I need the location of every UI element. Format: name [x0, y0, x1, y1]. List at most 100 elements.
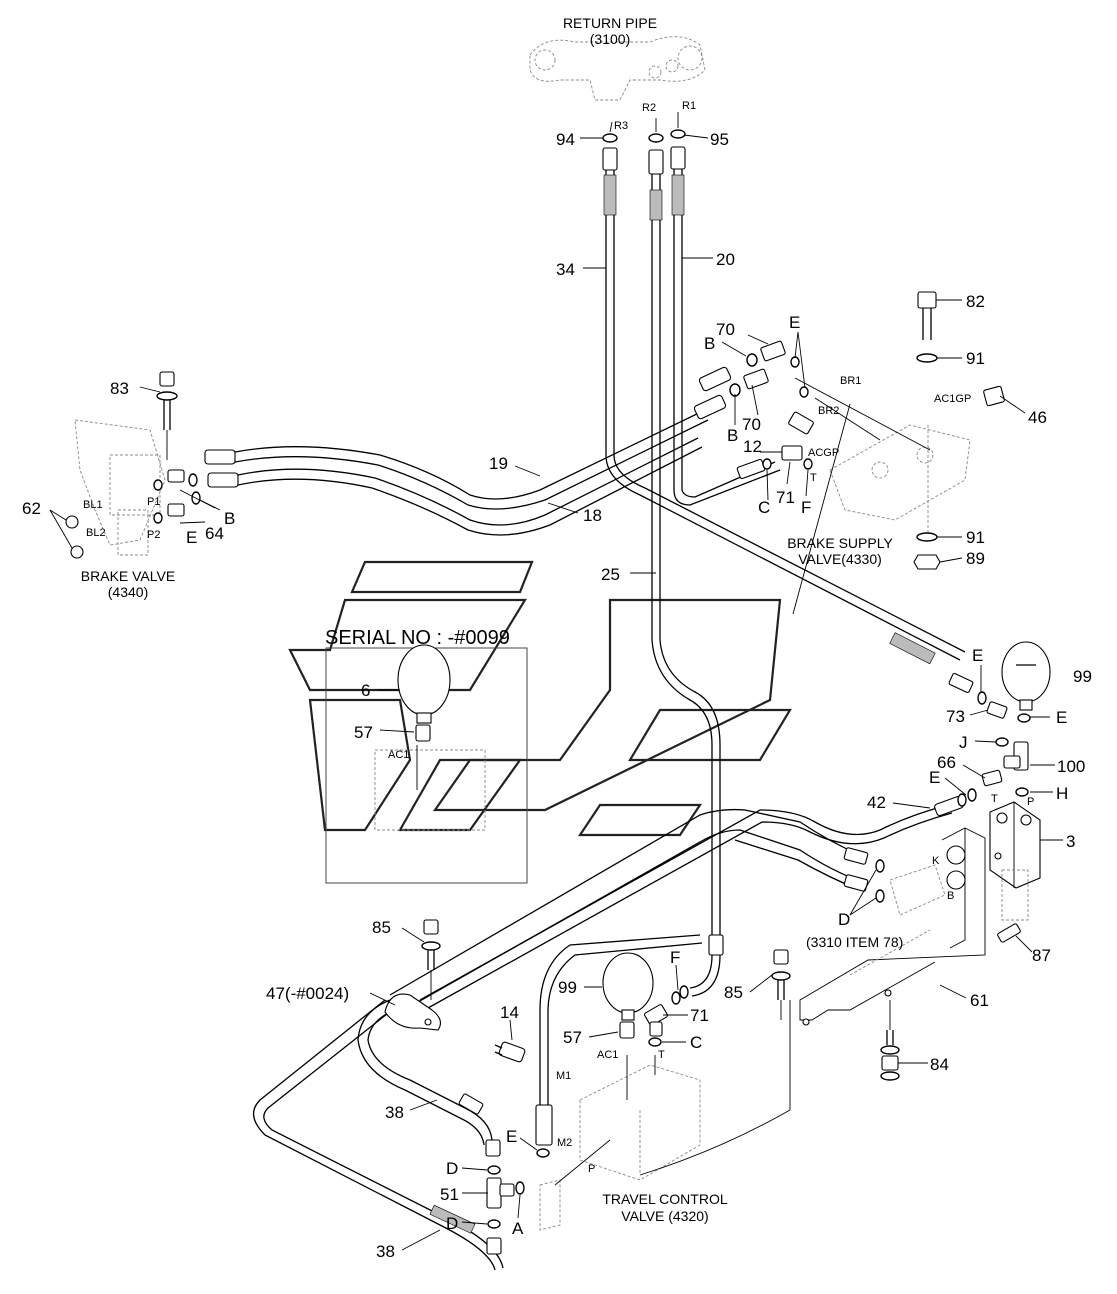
hose-19	[204, 366, 732, 510]
port-p-tcv: P	[588, 1163, 595, 1175]
callout-38-bottom: 38	[376, 1242, 395, 1261]
serial-note-label: SERIAL NO : -#0099	[325, 627, 510, 649]
callout-18: 18	[583, 506, 602, 525]
callout-b-left: B	[224, 509, 235, 528]
brake-supply-valve-component: BRAKE SUPPLY VALVE(4330)	[787, 377, 971, 615]
callout-38-top: 38	[385, 1103, 404, 1122]
return-pipe-ref: (3100)	[590, 31, 630, 47]
callout-85-left: 85	[372, 918, 391, 937]
callout-73: 73	[946, 707, 965, 726]
callout-c-bottom: C	[690, 1033, 702, 1052]
callout-99-bottom: 99	[558, 978, 577, 997]
callout-leaders	[139, 134, 1063, 1251]
callout-14: 14	[500, 1003, 519, 1022]
callout-c-top: C	[758, 498, 770, 517]
callout-99-right: 99	[1073, 667, 1092, 686]
port-k: K	[932, 855, 940, 867]
port-m1: M1	[556, 1070, 571, 1082]
port-t-supply: T	[810, 472, 817, 484]
callout-e-right2: E	[1056, 708, 1067, 727]
callout-91-top: 91	[966, 349, 985, 368]
brake-valve-ref: (4340)	[108, 584, 148, 600]
callout-b-mid: B	[727, 426, 738, 445]
supply-valve-fittings	[729, 291, 1005, 570]
brake-supply-valve-label: BRAKE SUPPLY	[787, 535, 893, 551]
pressure-switch-14	[494, 1041, 526, 1063]
callout-84: 84	[930, 1055, 949, 1074]
callout-51: 51	[440, 1185, 459, 1204]
hose-20	[670, 146, 781, 506]
callout-47: 47(-#0024)	[266, 984, 349, 1003]
callout-12: 12	[743, 437, 762, 456]
callout-46: 46	[1028, 408, 1047, 427]
port-acgp: ACGP	[808, 447, 839, 459]
accumulator-99-bottom	[602, 952, 656, 1100]
callout-83: 83	[110, 379, 129, 398]
callout-100: 100	[1057, 757, 1085, 776]
port-labels: R1 R2 R3 BR1 BR2 AC1GP ACGP T BL1 BL2 P1…	[83, 100, 1034, 1175]
callout-95: 95	[710, 130, 729, 149]
port-p-block: P	[1027, 796, 1034, 808]
callout-57-top: 57	[354, 723, 373, 742]
travel-control-valve-label: TRAVEL CONTROL	[602, 1191, 727, 1207]
callout-e-left: E	[186, 528, 197, 547]
callout-e-right3: E	[929, 768, 940, 787]
accumulator-99-right	[1001, 641, 1051, 711]
callout-91-bottom: 91	[966, 528, 985, 547]
port-p2: P2	[147, 529, 160, 541]
callout-6: 6	[361, 681, 370, 700]
brake-valve-label: BRAKE VALVE	[81, 568, 175, 584]
brake-supply-valve-ref: VALVE(4330)	[798, 551, 882, 567]
item-ref-3310: (3310 ITEM 78)	[806, 934, 903, 950]
port-m2: M2	[557, 1137, 572, 1149]
callout-e-bottom: E	[506, 1127, 517, 1146]
callout-70-top: 70	[716, 320, 735, 339]
hose-25	[648, 149, 724, 997]
callout-d-right: D	[838, 910, 850, 929]
port-ac1-top: AC1	[388, 749, 409, 761]
port-r3: R3	[614, 120, 628, 132]
callout-f-top: F	[801, 498, 811, 517]
callout-89: 89	[966, 549, 985, 568]
bolt-85-right	[771, 949, 791, 1020]
port-bl1: BL1	[83, 499, 103, 511]
clamp-47	[384, 993, 441, 1031]
callout-42: 42	[867, 793, 886, 812]
callout-71-bottom: 71	[690, 1006, 709, 1025]
hose-42	[419, 793, 967, 1009]
port-t-block: T	[991, 793, 998, 805]
block-3	[889, 632, 1041, 921]
port-ac1gp: AC1GP	[934, 393, 971, 405]
brake-valve-component: BRAKE VALVE (4340)	[49, 371, 201, 600]
callout-57-bottom: 57	[563, 1028, 582, 1047]
callout-70-mid: 70	[742, 415, 761, 434]
watermark-logo	[288, 560, 792, 837]
callout-a: A	[512, 1219, 524, 1238]
callout-25: 25	[601, 565, 620, 584]
port-r1: R1	[682, 100, 696, 112]
port-p1: P1	[147, 496, 160, 508]
return-pipe-label: RETURN PIPE	[563, 15, 657, 31]
bolt-84	[880, 1000, 900, 1081]
callout-j: J	[959, 733, 968, 752]
callout-34: 34	[556, 260, 575, 279]
port-ac1-bottom: AC1	[597, 1049, 618, 1061]
tube-bundle	[389, 808, 946, 1016]
port-t-tcv: T	[658, 1049, 665, 1061]
callout-d-bottom1: D	[446, 1159, 458, 1178]
callout-b-top: B	[704, 334, 715, 353]
bracket-61	[799, 827, 1021, 1026]
callout-labels: 94 95 34 20 82 91 46 91 89 70 70 B B E 1…	[22, 130, 1092, 1261]
callout-f-bottom: F	[670, 948, 680, 967]
travel-control-valve-component: TRAVEL CONTROL VALVE (4320)	[539, 1000, 791, 1231]
callout-71-top: 71	[776, 488, 795, 507]
travel-control-valve-ref: VALVE (4320)	[621, 1208, 708, 1224]
callout-85-right: 85	[724, 983, 743, 1002]
port-bl2: BL2	[86, 527, 106, 539]
bolt-85-left	[421, 919, 441, 1000]
hose-34	[602, 147, 966, 661]
port-br1: BR1	[840, 375, 861, 387]
callout-62: 62	[22, 499, 41, 518]
port-b-block: B	[947, 890, 954, 902]
